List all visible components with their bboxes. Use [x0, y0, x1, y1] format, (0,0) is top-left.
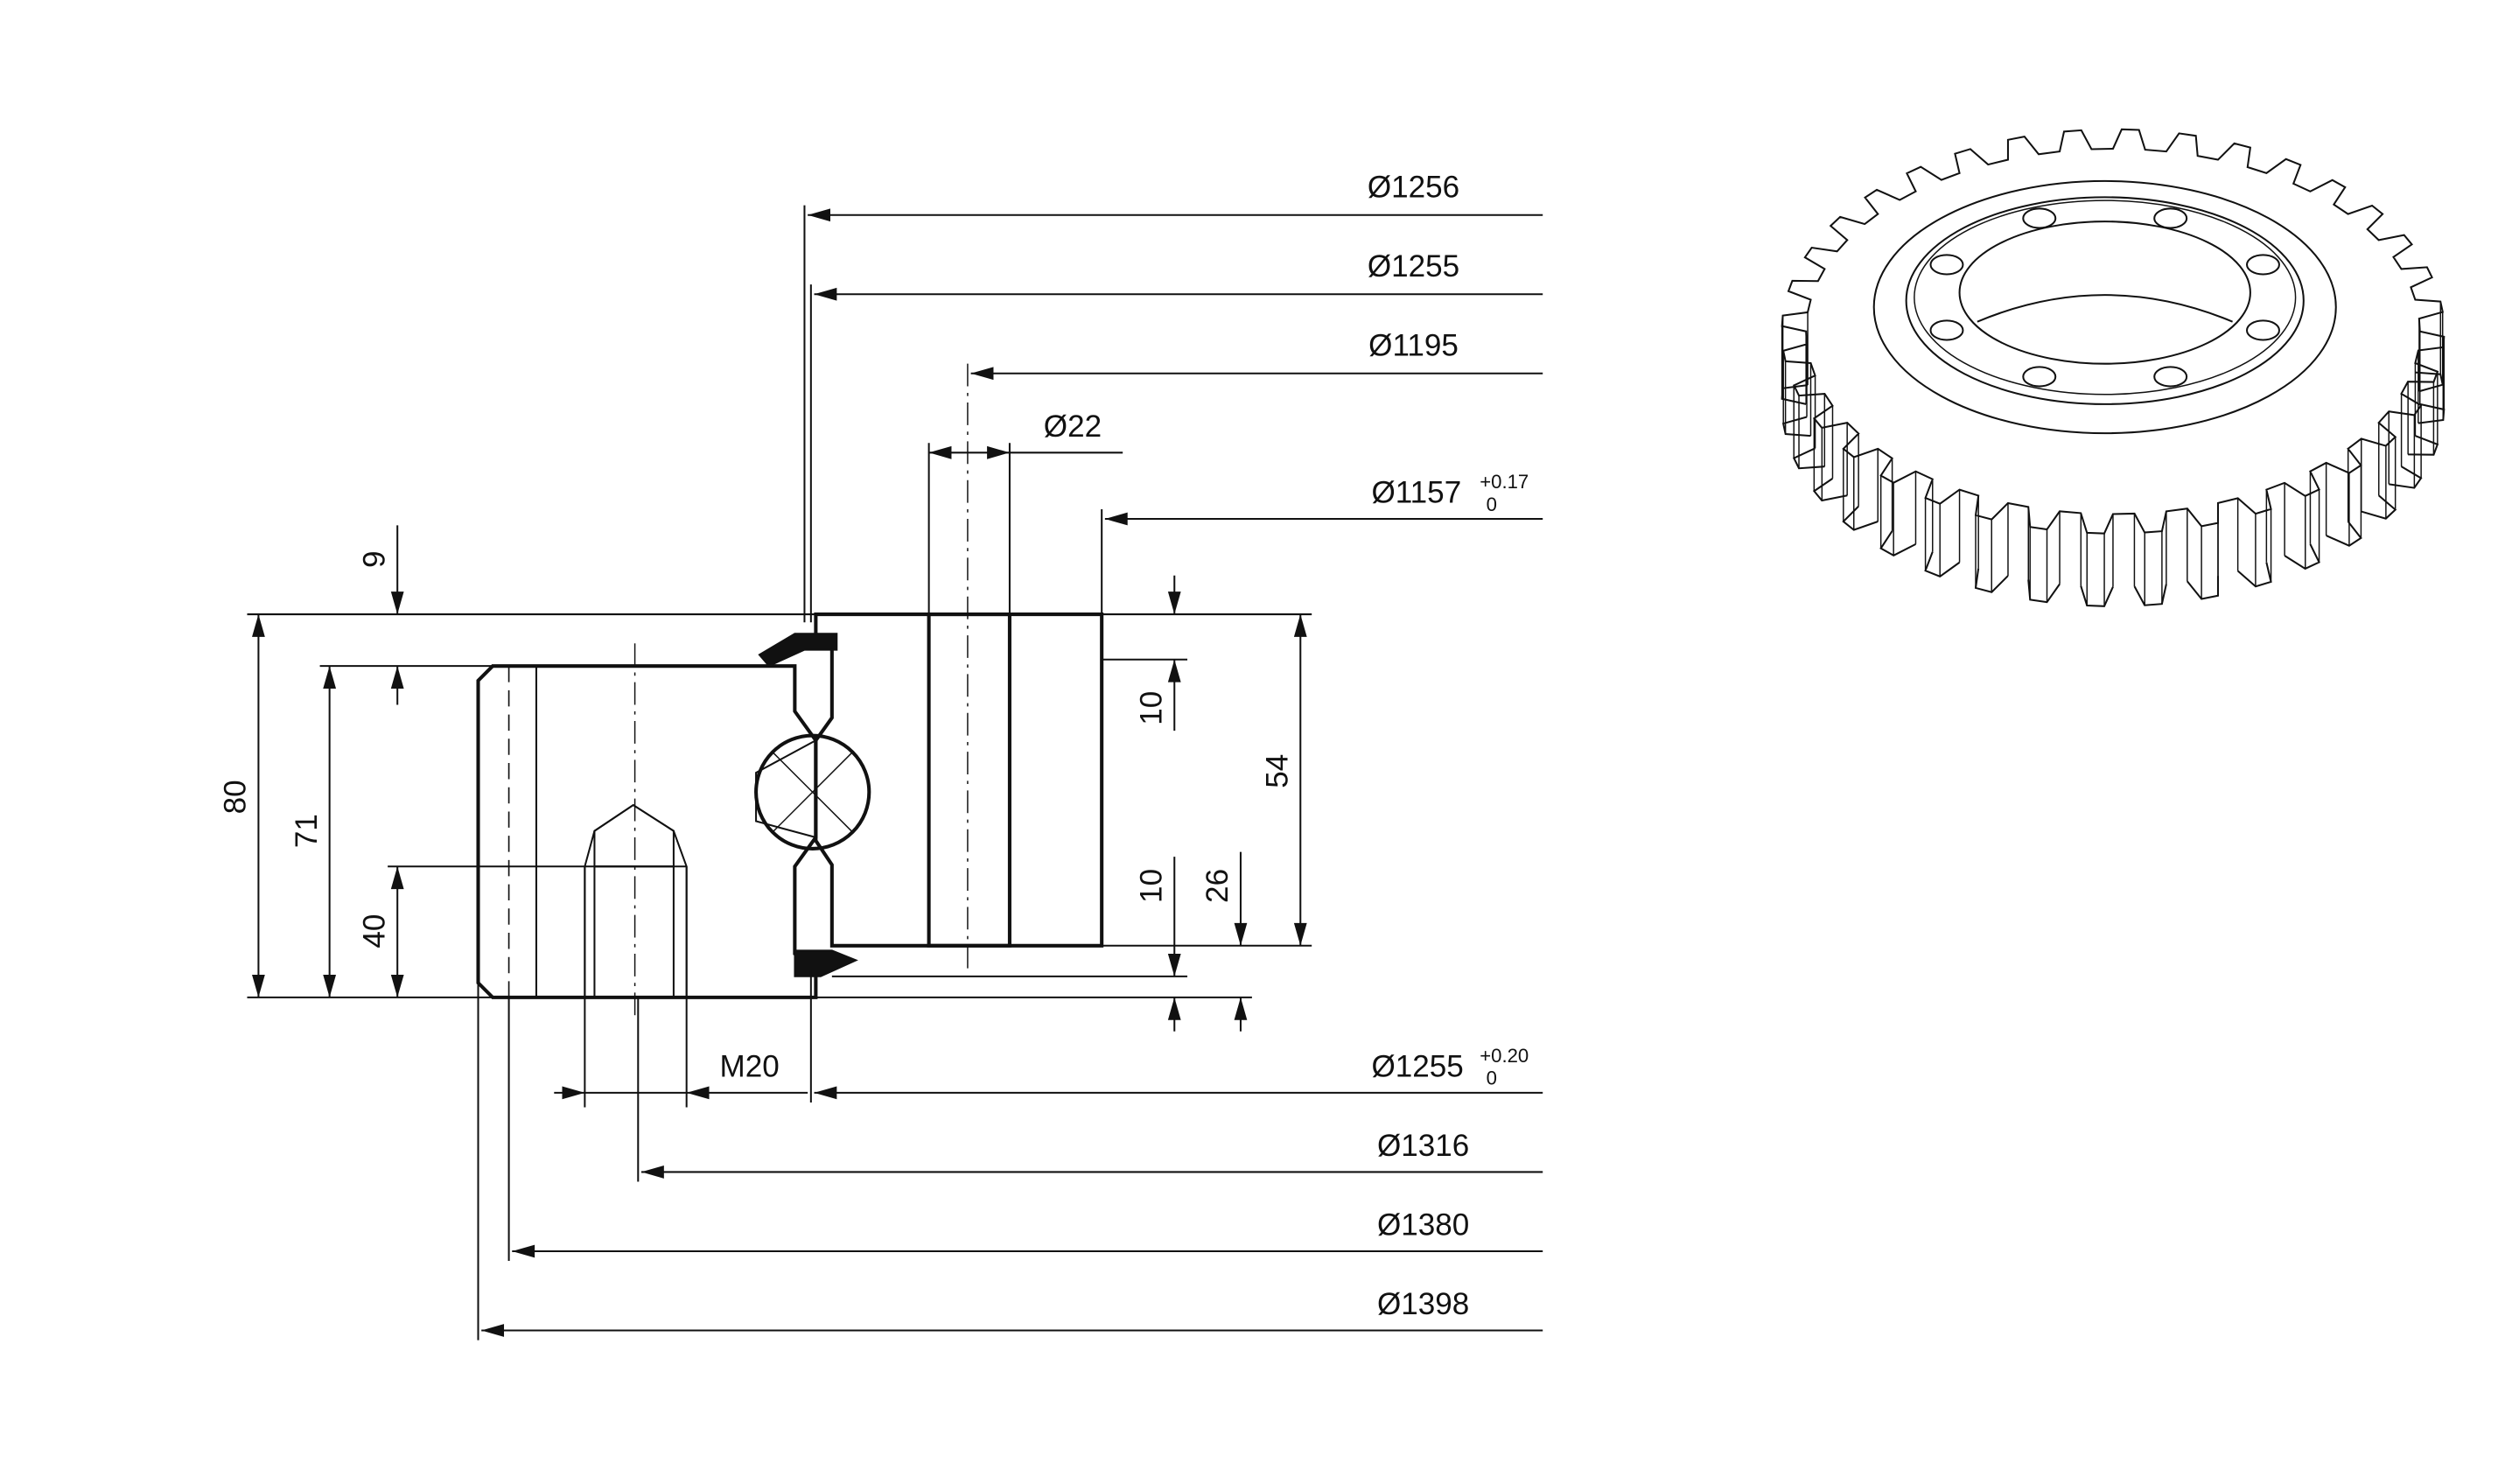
dim-bore-upper: +0.17: [1480, 471, 1529, 493]
dim-outer-bore-upper: +0.20: [1480, 1045, 1529, 1067]
dim-outer-bore-lower: 0: [1487, 1068, 1497, 1089]
dim-bottom-3: Ø1398: [1377, 1287, 1469, 1321]
dim-h26: 26: [1200, 869, 1235, 903]
dim-outer-bore-base: Ø1255: [1372, 1049, 1464, 1083]
ring-step-2: [1914, 200, 2297, 396]
inner-ring: [814, 612, 1104, 948]
thread-bore: [593, 865, 675, 998]
gear-teeth: [1781, 128, 2446, 607]
ring-step: [1905, 196, 2305, 405]
threaded-hole: [593, 803, 675, 868]
bore-inner-edge: [1977, 294, 2233, 323]
mounting-hole: [2022, 207, 2057, 229]
dim-h10-bottom: 10: [1135, 869, 1169, 903]
mounting-hole: [2022, 366, 2057, 388]
cross-section: [476, 363, 1104, 1022]
dim-bore-base: Ø1157: [1372, 476, 1462, 510]
dim-hole: Ø22: [1044, 410, 1102, 444]
mounting-hole: [1929, 319, 1964, 341]
top-dimensions: Ø1256 Ø1255 Ø1195 Ø22 Ø1157 +0.17 0: [803, 170, 1543, 623]
ring-bore: [1958, 220, 2251, 365]
dim-h54: 54: [1261, 754, 1295, 788]
dim-top-2: Ø1255: [1368, 249, 1459, 284]
dim-bore: Ø1157: [1372, 476, 1462, 510]
dim-h9: 9: [357, 550, 391, 568]
ball: [754, 733, 871, 850]
dim-bottom-1: Ø1316: [1377, 1129, 1469, 1163]
dim-bore-lower: 0: [1487, 494, 1497, 515]
mounting-hole: [2246, 319, 2280, 341]
dim-h80: 80: [219, 780, 253, 814]
right-height-dimensions: 10 54 10 26: [815, 575, 1312, 1032]
mounting-hole: [1929, 254, 1964, 276]
dim-thread: M20: [720, 1049, 780, 1083]
isometric-gear-view: [1781, 128, 2446, 607]
gear-top-outline: [1781, 128, 2446, 535]
mounting-holes: [1929, 207, 2280, 388]
ring-face-outer: [1872, 179, 2337, 435]
dim-h10-top: 10: [1135, 691, 1169, 725]
left-height-dimensions: 80 71 40 9: [219, 525, 816, 998]
mounting-hole: [2246, 254, 2280, 276]
gear-bottom-outline: [1781, 371, 2446, 607]
mounting-hole: [2153, 207, 2188, 229]
bottom-dimensions: M20 Ø1255 +0.20 0 Ø1316 Ø1380 Ø1398: [477, 970, 1543, 1340]
mounting-hole: [2153, 366, 2188, 388]
seal-bottom: [794, 949, 858, 977]
dim-bottom-2: Ø1380: [1377, 1208, 1469, 1242]
seal-top: [758, 633, 838, 668]
outer-ring-hatch: [535, 665, 818, 998]
dim-h71: 71: [290, 814, 324, 848]
ball-cross-2: [772, 751, 854, 833]
inner-ring-hole: [927, 612, 1011, 948]
dim-top-1: Ø1256: [1368, 170, 1459, 204]
dim-top-3: Ø1195: [1368, 328, 1459, 362]
outer-ring: [476, 664, 818, 999]
dim-h40: 40: [357, 914, 391, 948]
dim-outer-bore: Ø1255: [1372, 1049, 1464, 1083]
